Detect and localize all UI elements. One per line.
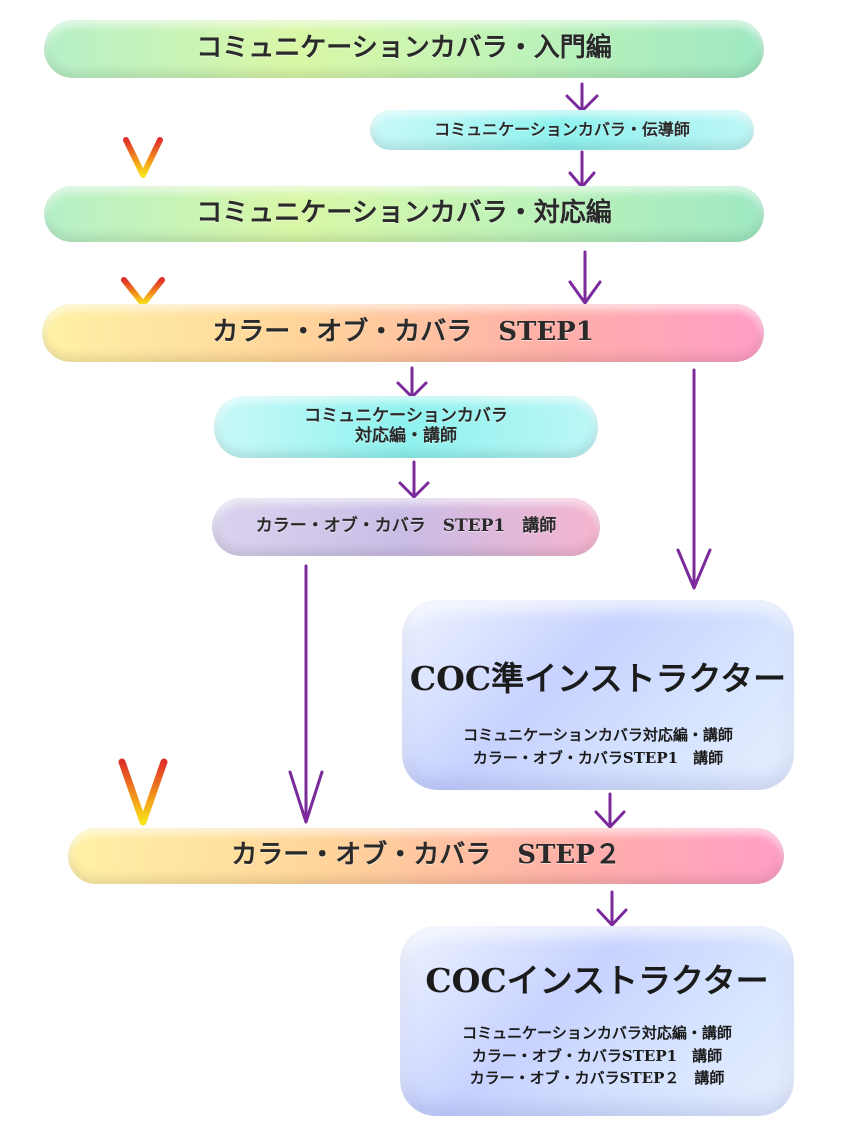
- arrow-response-to-step1-purple: [568, 250, 602, 305]
- node-response-teacher-line1: コミュニケーションカバラ: [304, 406, 508, 427]
- node-instructor-intro-label: コミュニケーションカバラ・伝導師: [434, 119, 690, 139]
- arrow-response-teacher-to-step1-teacher: [398, 460, 430, 499]
- arrow-intro-to-instructor: [565, 82, 599, 113]
- coc-associate-line-1: コミュニケーションカバラ対応編・講師: [463, 726, 733, 744]
- node-response-teacher: コミュニケーションカバラ 対応編・講師: [214, 396, 598, 458]
- node-response-teacher-line2: 対応編・講師: [355, 426, 457, 446]
- node-intro: コミュニケーションカバラ・入門編: [44, 20, 764, 78]
- node-response-label: コミュニケーションカバラ・対応編: [196, 198, 612, 229]
- node-step1-teacher-label: カラー・オブ・カバラ STEP1 講師: [255, 516, 557, 537]
- arrow-step2-to-coc-instructor: [596, 890, 628, 927]
- coc-associate-title: COC準インストラクター: [409, 659, 787, 698]
- arrow-instructor-to-response: [568, 150, 596, 189]
- arrow-step1-to-step2: [118, 369, 168, 826]
- node-step2: カラー・オブ・カバラ STEP２: [68, 828, 784, 884]
- node-response: コミュニケーションカバラ・対応編: [44, 186, 764, 242]
- arrow-step1-to-response-teacher: [396, 366, 428, 399]
- arrow-response-to-step1: [121, 249, 165, 307]
- node-step1: カラー・オブ・カバラ STEP1: [42, 304, 764, 362]
- coc-instructor-title: COCインストラクター: [425, 961, 769, 1000]
- node-step2-label: カラー・オブ・カバラ STEP２: [231, 840, 621, 871]
- arrow-step1-to-coc-associate: [676, 368, 712, 590]
- coc-instructor-line-3: カラー・オブ・カバラSTEP２ 講師: [469, 1069, 725, 1087]
- node-instructor-intro: コミュニケーションカバラ・伝導師: [370, 110, 754, 150]
- node-coc-associate: COC準インストラクター コミュニケーションカバラ対応編・講師 カラー・オブ・カ…: [402, 600, 794, 790]
- node-coc-instructor: COCインストラクター コミュニケーションカバラ対応編・講師 カラー・オブ・カバ…: [400, 926, 794, 1116]
- node-step1-label: カラー・オブ・カバラ STEP1: [212, 317, 594, 348]
- coc-instructor-line-2: カラー・オブ・カバラSTEP1 講師: [471, 1046, 723, 1065]
- coc-associate-line-2: カラー・オブ・カバラSTEP1 講師: [472, 748, 724, 767]
- node-step1-teacher: カラー・オブ・カバラ STEP1 講師: [212, 498, 600, 556]
- node-intro-label: コミュニケーションカバラ・入門編: [196, 33, 612, 64]
- arrow-coc-associate-to-step2: [594, 792, 626, 829]
- arrow-intro-to-response: [123, 85, 163, 178]
- coc-instructor-line-1: コミュニケーションカバラ対応編・講師: [462, 1024, 732, 1042]
- arrow-step1-teacher-to-step2: [288, 564, 324, 824]
